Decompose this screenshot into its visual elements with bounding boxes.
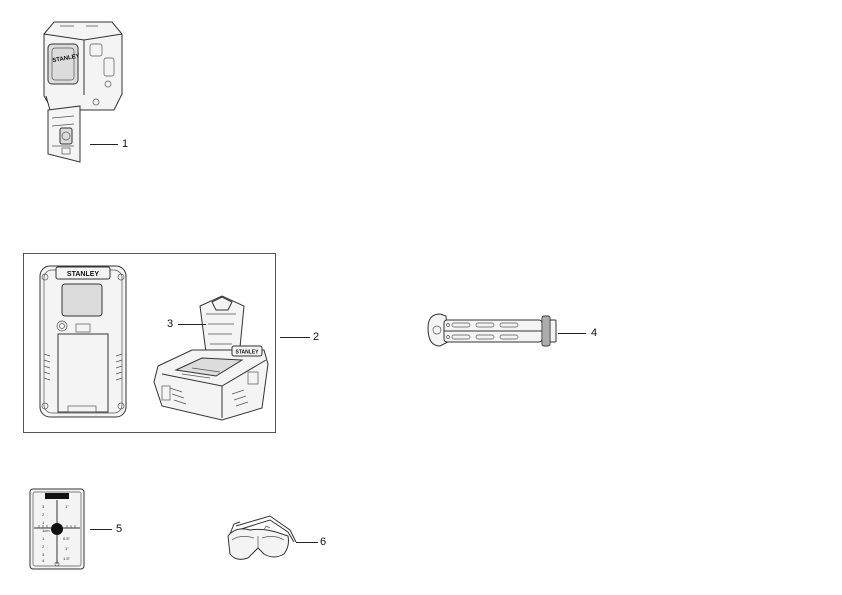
callout-1: 1 — [122, 138, 129, 150]
mounting-clamp-illustration — [424, 310, 560, 352]
case-open-brand-logo: STANLEY — [236, 350, 260, 356]
item-2-frame — [23, 253, 276, 433]
laser-brand-logo: STANLEY — [52, 53, 80, 64]
laser-target-card: 3 2 1 1cm 1 2 3 4 1" 0.5" 1" 1.5" — [29, 488, 85, 570]
target-right-scale: 1" 0.5" 1" 1.5" — [63, 502, 81, 562]
callout-3-leader — [178, 324, 206, 325]
callout-4: 4 — [591, 327, 598, 339]
callout-6: 6 — [320, 536, 327, 548]
svg-text:0.5": 0.5" — [63, 536, 71, 541]
svg-text:3: 3 — [42, 504, 45, 509]
svg-text:STANLEY: STANLEY — [67, 271, 99, 278]
svg-text:3: 3 — [42, 552, 45, 557]
callout-3: 3 — [167, 318, 174, 330]
svg-text:STANLEY: STANLEY — [52, 53, 80, 64]
svg-text:2: 2 — [42, 544, 45, 549]
target-left-scale-text: 3 2 1 1cm 1 2 3 4 — [42, 504, 50, 563]
svg-text:1": 1" — [65, 504, 69, 509]
carrying-case-open: STANLEY — [152, 294, 270, 422]
svg-text:1": 1" — [65, 546, 69, 551]
callout-5: 5 — [116, 523, 123, 535]
svg-text:1cm: 1cm — [42, 528, 50, 533]
case-open-drawing — [153, 295, 269, 421]
safety-glasses-illustration — [226, 512, 302, 564]
callout-2: 2 — [313, 331, 320, 343]
safety-glasses-drawing — [227, 515, 297, 560]
target-right-scale-text: 1" 0.5" 1" 1.5" — [63, 504, 71, 561]
mounting-clamp-drawing — [427, 313, 557, 347]
target-left-scale: 3 2 1 1cm 1 2 3 4 — [40, 502, 54, 563]
case-brand-logo: STANLEY — [67, 271, 99, 278]
carrying-case-front: STANLEY — [38, 264, 128, 419]
svg-text:1: 1 — [42, 536, 45, 541]
callout-6-leader — [296, 542, 318, 543]
callout-5-leader — [90, 529, 112, 530]
svg-text:2: 2 — [42, 512, 45, 517]
svg-text:4: 4 — [42, 558, 45, 563]
laser-level-drawing — [43, 21, 123, 163]
callout-2-leader — [280, 337, 310, 338]
case-front-drawing — [39, 265, 127, 418]
callout-4-leader — [558, 333, 586, 334]
svg-text:1.5": 1.5" — [63, 556, 71, 561]
svg-text:1: 1 — [42, 520, 45, 525]
laser-level-illustration: STANLEY — [34, 14, 130, 164]
target-card-drawing — [29, 488, 85, 570]
callout-1-leader — [90, 144, 118, 145]
svg-text:STANLEY: STANLEY — [236, 350, 260, 356]
